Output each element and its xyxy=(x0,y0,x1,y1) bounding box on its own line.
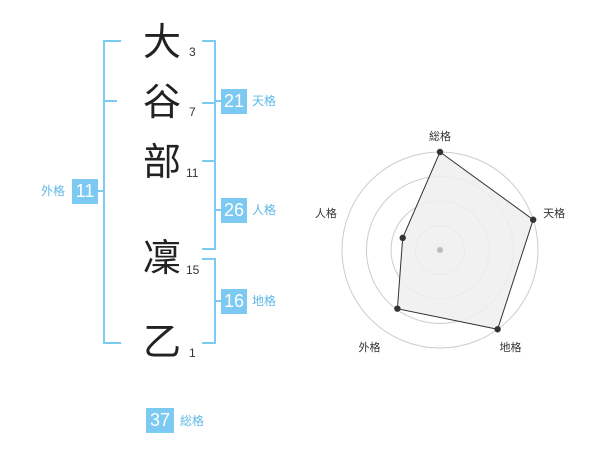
name-char-1: 大 xyxy=(142,20,181,64)
tenkaku-label: 天格 xyxy=(252,94,277,108)
chikaku-label: 地格 xyxy=(252,294,277,308)
radar-rings xyxy=(341,151,539,349)
radar-polygon xyxy=(396,151,534,330)
radar-axis-label-3: 地格 xyxy=(500,340,522,354)
radar-axis-label-1: 総格 xyxy=(429,129,451,143)
radar-ring-4 xyxy=(341,151,539,349)
radar-ring-3 xyxy=(366,176,514,324)
stroke-count-4: 15 xyxy=(186,263,200,277)
radar-point-5 xyxy=(399,234,406,242)
gaikaku-bracket-tick xyxy=(103,100,117,102)
radar-axis-label-4: 外格 xyxy=(358,340,380,354)
stroke-count-2: 7 xyxy=(189,105,196,119)
tenkaku-connector xyxy=(216,100,222,102)
soukaku-label: 総格 xyxy=(180,414,205,428)
radar-ring-2 xyxy=(390,200,490,300)
gaikaku-label: 外格 xyxy=(41,184,66,198)
soukaku-bracket xyxy=(202,258,216,344)
stroke-count-3: 11 xyxy=(186,166,199,180)
jinkaku-value: 26 xyxy=(221,198,247,223)
radar-center-marker xyxy=(437,247,443,253)
name-char-5: 乙 xyxy=(142,320,181,364)
radar-point-2 xyxy=(530,216,537,223)
name-char-4: 凜 xyxy=(142,236,181,280)
radar-ring-1 xyxy=(415,225,465,275)
jinkaku-connector xyxy=(216,209,222,211)
radar-axis-label-5: 人格 xyxy=(315,206,337,220)
radar-axis-label-2: 天格 xyxy=(543,206,565,220)
name-char-3: 部 xyxy=(142,140,181,184)
radar-point-3 xyxy=(494,326,501,333)
stroke-count-5: 1 xyxy=(189,346,196,360)
gaikaku-bracket xyxy=(103,40,121,344)
chikaku-value: 16 xyxy=(221,289,247,314)
jinkaku-bracket xyxy=(202,100,216,162)
radar-point-1 xyxy=(436,148,444,156)
stroke-count-1: 3 xyxy=(189,45,196,59)
radar-points xyxy=(394,148,537,333)
tenkaku-bracket xyxy=(202,40,216,104)
chikaku-connector xyxy=(216,300,222,302)
gaikaku-connector xyxy=(96,190,103,192)
tenkaku-value: 21 xyxy=(221,89,247,114)
radar-point-4 xyxy=(394,305,401,312)
chikaku-bracket xyxy=(202,160,216,250)
soukaku-value: 37 xyxy=(146,408,174,433)
jinkaku-label: 人格 xyxy=(252,203,277,217)
name-char-2: 谷 xyxy=(142,80,181,124)
gaikaku-value: 11 xyxy=(72,179,98,204)
